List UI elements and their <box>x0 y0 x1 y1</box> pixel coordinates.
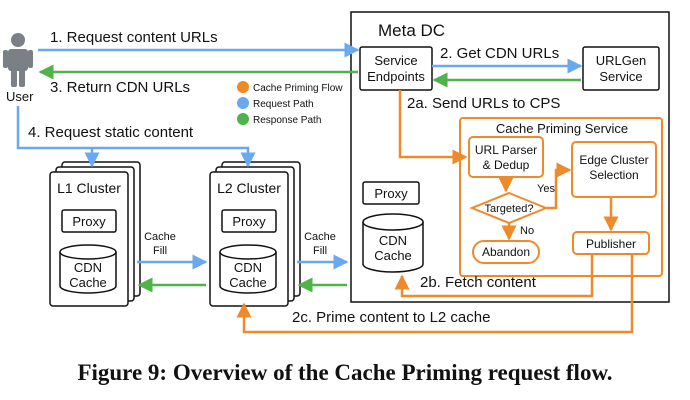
label-step-1: 1. Request content URLs <box>50 29 218 46</box>
label-step-2c: 2c. Prime content to L2 cache <box>292 309 490 326</box>
urlgen-service-box <box>582 46 660 91</box>
l2-proxy-box <box>221 209 277 233</box>
cps-title: Cache Priming Service <box>496 121 628 136</box>
l2-cdn-label-2: Cache <box>229 275 267 290</box>
urlgen-label-1: URLGen <box>596 53 647 68</box>
arrow-send-urls-to-cps <box>398 90 468 165</box>
meta-dc-title: Meta DC <box>378 21 445 40</box>
url-parser-label-1: URL Parser <box>475 143 537 157</box>
user-icon <box>3 33 33 87</box>
legend-response-dot <box>237 113 249 125</box>
cache-fill-label-1b: Fill <box>153 245 167 257</box>
no-label: No <box>520 225 534 237</box>
l1-cdn-label-2: Cache <box>69 275 107 290</box>
user-label: User <box>6 89 34 104</box>
legend-request-dot <box>237 97 249 109</box>
legend-request-label: Request Path <box>253 99 314 110</box>
label-step-2a: 2a. Send URLs to CPS <box>407 95 560 112</box>
service-endpoints-label-1: Service <box>374 53 417 68</box>
urlgen-label-2: Service <box>599 69 642 84</box>
legend-response-label: Response Path <box>253 115 321 126</box>
meta-dc-cdn-cache-cylinder <box>362 213 424 273</box>
abandon-box <box>472 240 540 264</box>
publisher-label: Publisher <box>586 237 636 251</box>
edge-cluster-label-1: Edge Cluster <box>579 153 648 167</box>
meta-dc-proxy-box <box>362 181 420 205</box>
targeted-label: Targeted? <box>485 203 534 215</box>
edge-cluster-label-2: Selection <box>589 168 638 182</box>
l1-proxy-label: Proxy <box>72 214 106 229</box>
l2-cluster-title: L2 Cluster <box>217 180 281 196</box>
label-step-2: 2. Get CDN URLs <box>440 45 559 62</box>
label-step-3: 3. Return CDN URLs <box>50 79 190 96</box>
l2-cdn-cache-cylinder <box>219 244 277 294</box>
meta-dc-cdn-label-2: Cache <box>374 248 412 263</box>
l1-proxy-box <box>61 209 117 233</box>
arrow-prime-l2-cache <box>236 254 634 334</box>
service-endpoints-box <box>359 46 433 91</box>
l1-cluster-title: L1 Cluster <box>57 180 121 196</box>
cache-fill-label-1a: Cache <box>144 231 176 243</box>
meta-dc-cdn-label-1: CDN <box>379 233 407 248</box>
yes-label: Yes <box>537 183 555 195</box>
label-step-4: 4. Request static content <box>28 124 194 141</box>
cps-box <box>459 117 663 277</box>
l1-cdn-label-1: CDN <box>74 260 102 275</box>
meta-dc-box <box>350 11 670 303</box>
legend-cache-priming-label: Cache Priming Flow <box>253 83 343 94</box>
cache-fill-label-2b: Fill <box>313 245 327 257</box>
cache-priming-diagram: User Meta DC Service Endpoints URLGen Se… <box>3 11 670 334</box>
arrow-targeted-to-edge <box>546 162 572 210</box>
label-step-2b: 2b. Fetch content <box>420 274 537 291</box>
l1-cdn-cache-cylinder <box>59 244 117 294</box>
meta-dc-proxy-label: Proxy <box>374 186 408 201</box>
legend-cache-priming-dot <box>237 81 249 93</box>
url-parser-label-2: & Dedup <box>483 158 530 172</box>
cache-fill-label-2a: Cache <box>304 231 336 243</box>
service-endpoints-label-2: Endpoints <box>367 69 425 84</box>
arrow-fetch-content <box>394 254 594 298</box>
edge-cluster-selection-box <box>571 141 657 198</box>
publisher-box <box>572 231 650 255</box>
l2-cdn-label-1: CDN <box>234 260 262 275</box>
arrow-request-static <box>16 106 256 168</box>
l2-proxy-label: Proxy <box>232 214 266 229</box>
abandon-label: Abandon <box>482 245 530 259</box>
figure-caption: Figure 9: Overview of the Cache Priming … <box>77 360 613 385</box>
